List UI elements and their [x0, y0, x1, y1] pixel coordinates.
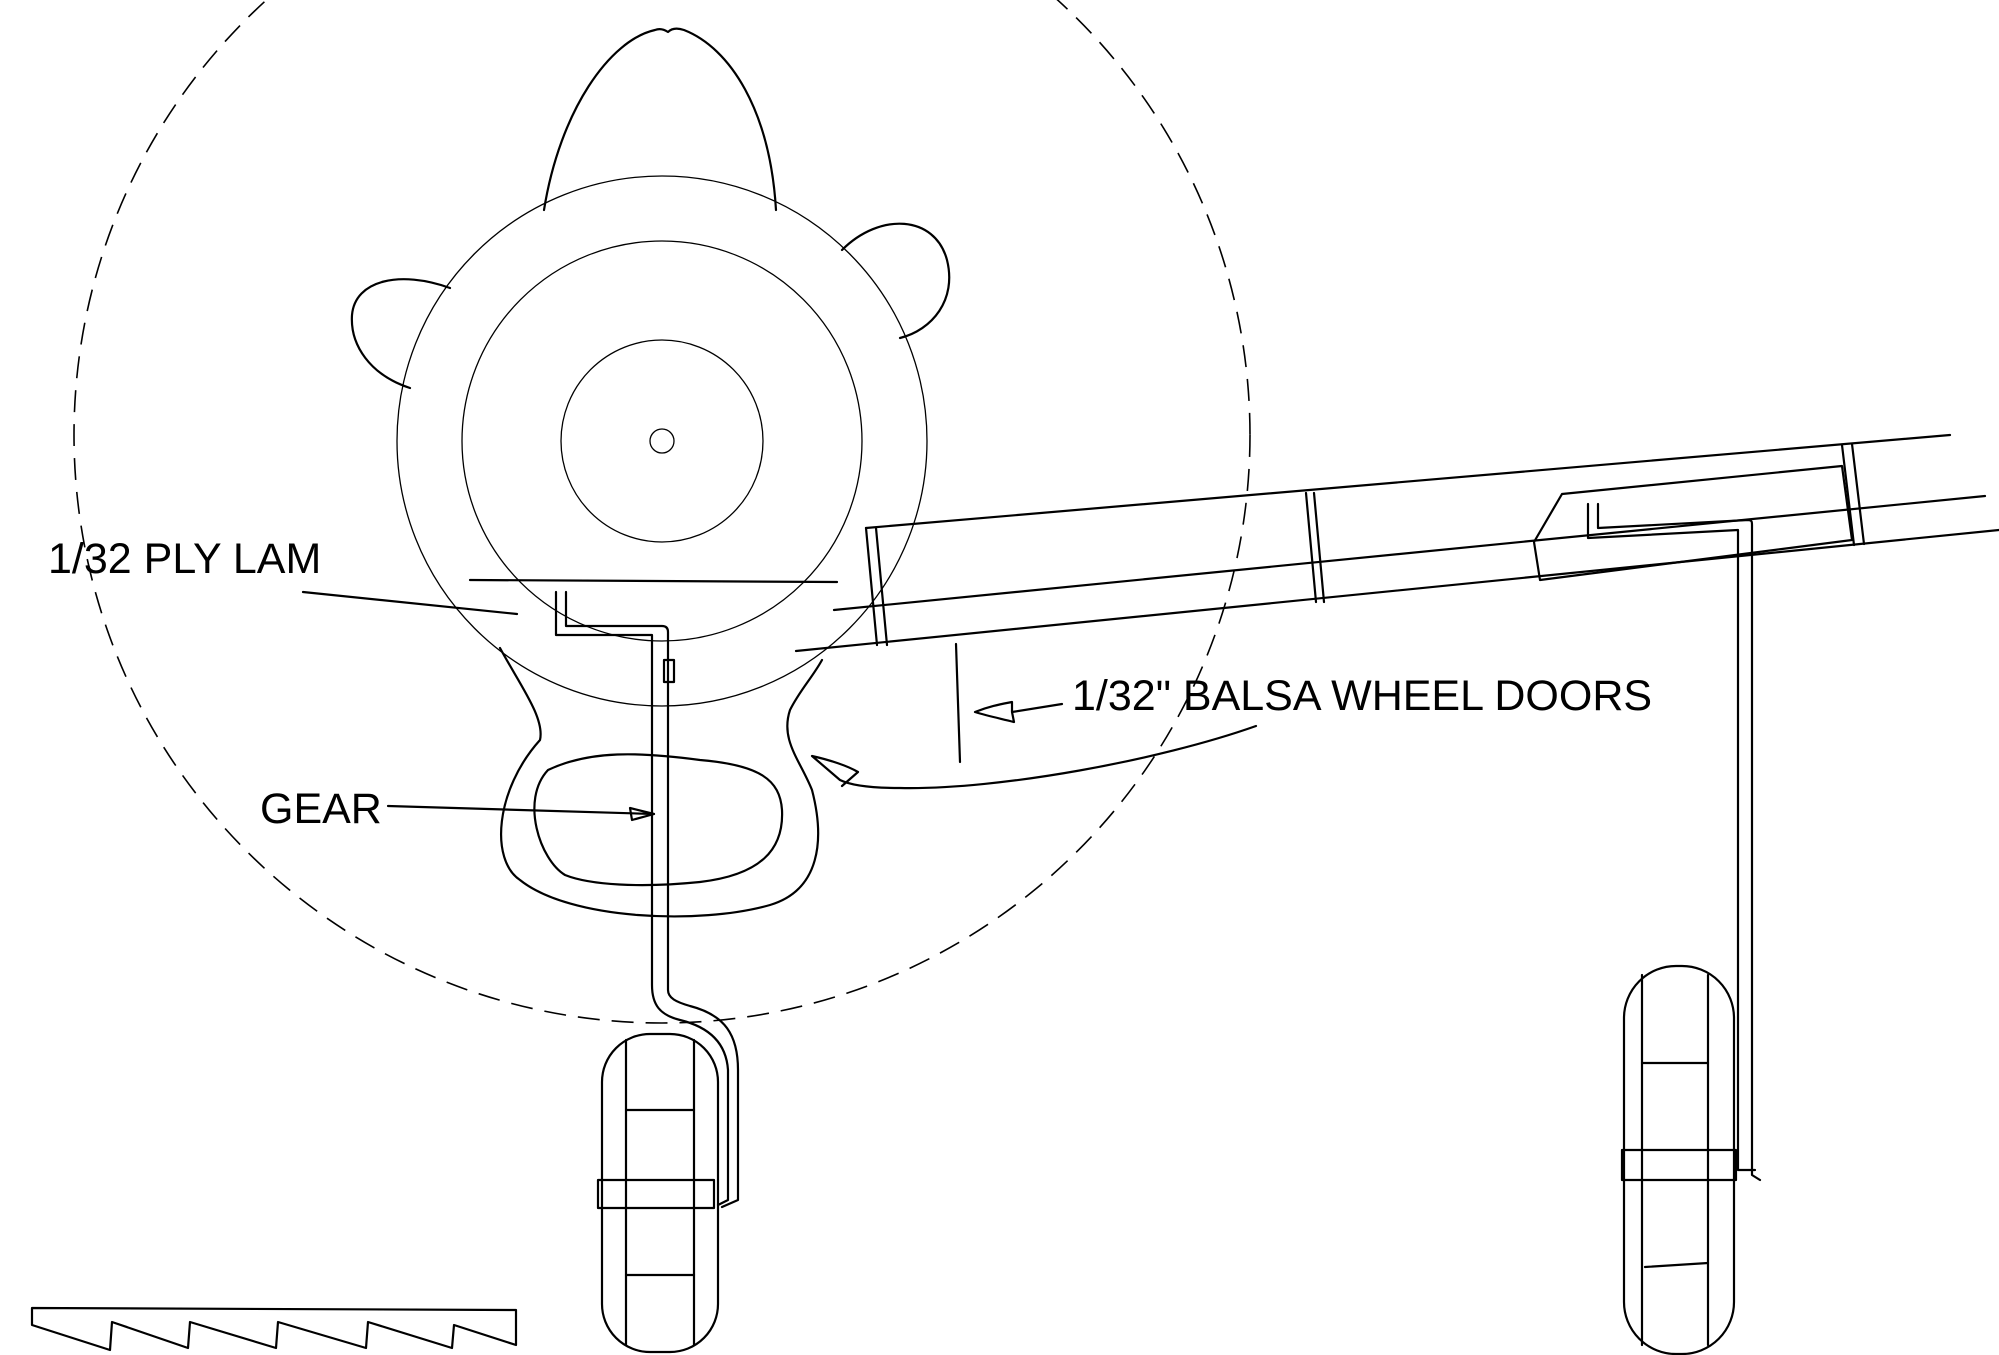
wheel-doors-leader: [810, 700, 1258, 790]
right-wheel: [1620, 964, 1738, 1355]
wheel-door-line: [954, 642, 962, 764]
ply-lam-line: [468, 578, 839, 584]
gear-swing-radius: [73, 0, 1251, 1024]
gear-label: GEAR: [260, 785, 382, 833]
wheel-doors-label: 1/32" BALSA WHEEL DOORS: [1072, 672, 1652, 720]
scale-ruler: [30, 1306, 518, 1352]
canopy-outline: [542, 27, 778, 212]
gear-leader: [386, 804, 656, 822]
wheel-well-outer: [498, 646, 824, 918]
right-gear-wire: [1586, 502, 1762, 1182]
fuselage-former: [396, 175, 928, 707]
wheel-well-inner: [533, 753, 784, 887]
ply-lam-leader: [301, 590, 519, 616]
wing-structure: [794, 433, 1999, 653]
left-head-bump: [350, 278, 452, 390]
left-wheel: [596, 1032, 720, 1354]
right-gear-bracket: [1532, 464, 1854, 582]
right-head-bump: [840, 222, 951, 340]
left-gear-wire: [554, 590, 740, 1209]
ply-lam-label: 1/32 PLY LAM: [48, 535, 321, 583]
